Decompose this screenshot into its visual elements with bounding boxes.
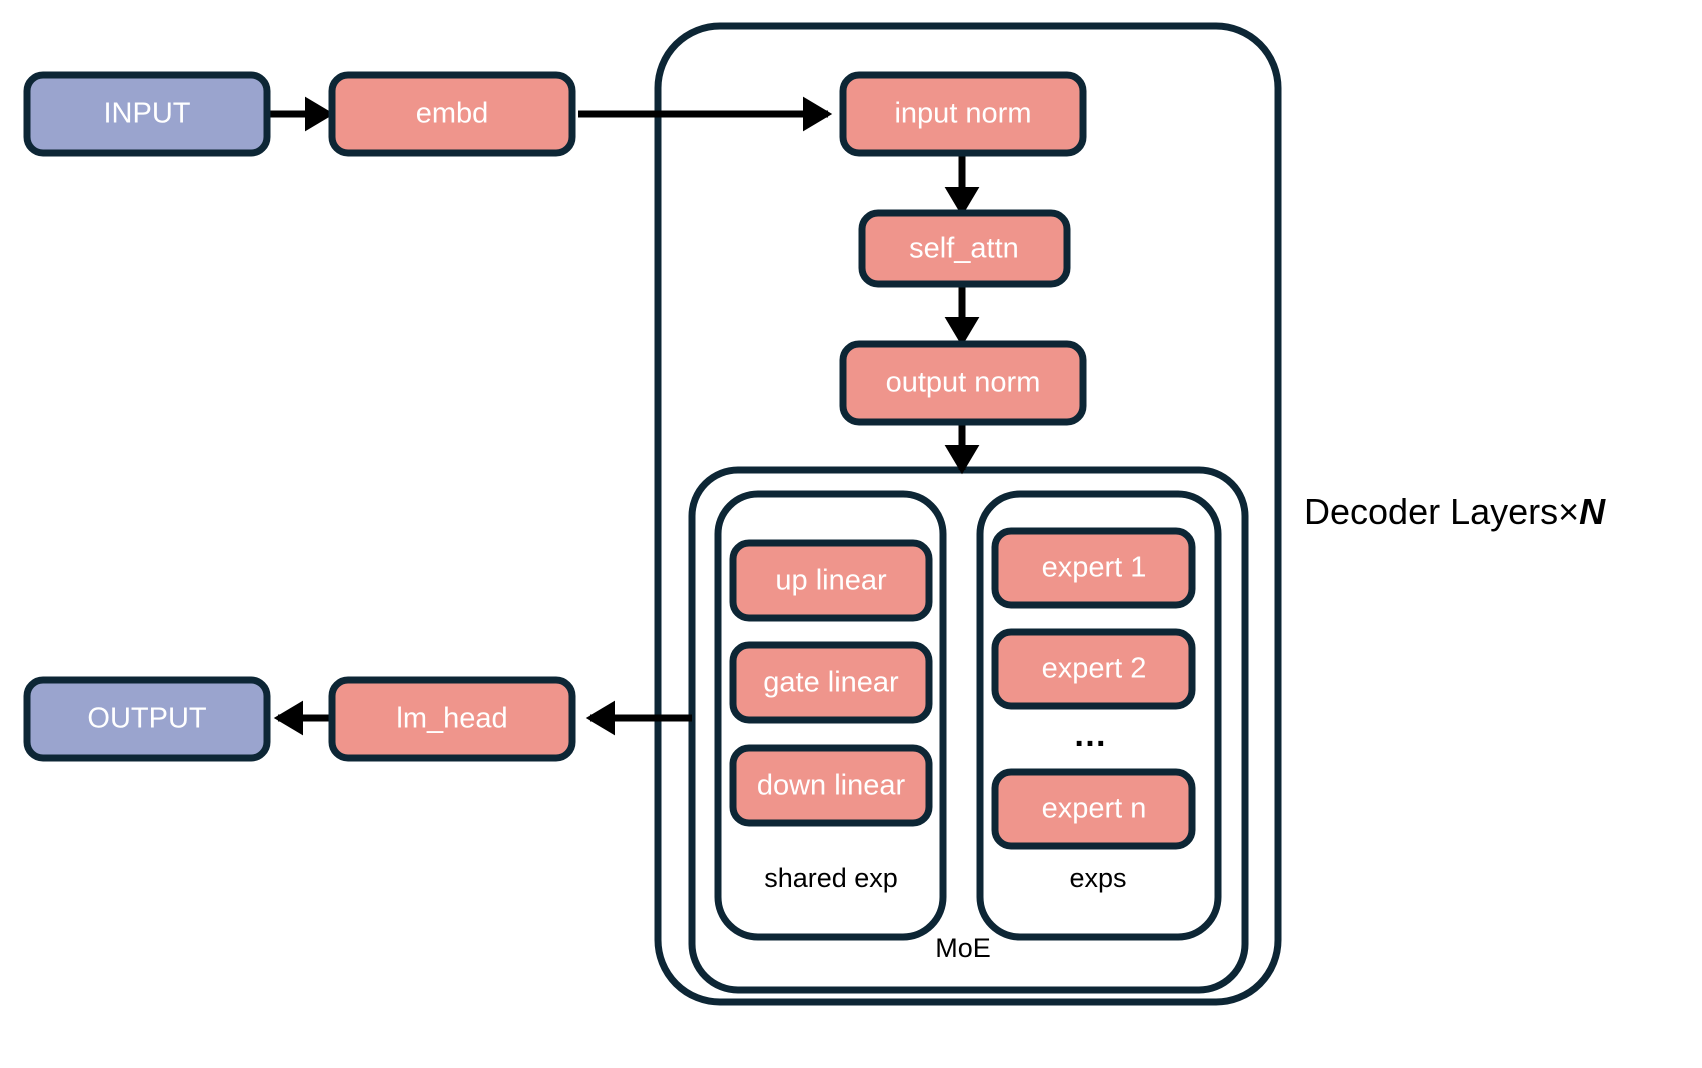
node-up-linear-label: up linear xyxy=(775,565,887,597)
expert-ellipsis: … xyxy=(1073,716,1107,754)
decoder-layers-container xyxy=(654,22,1282,1006)
node-input-norm-label: input norm xyxy=(894,98,1031,130)
decoder-layers-label: Decoder Layers×N xyxy=(1304,491,1606,532)
decoder-layers-count: N xyxy=(1579,491,1606,532)
node-expert-1-label: expert 1 xyxy=(1042,552,1147,584)
node-expert-2[interactable] xyxy=(991,628,1196,710)
node-self-attn[interactable] xyxy=(858,209,1071,288)
node-gate-linear-label: gate linear xyxy=(763,667,899,699)
node-input[interactable] xyxy=(23,71,271,157)
node-gate-linear[interactable] xyxy=(729,641,933,724)
node-up-linear[interactable] xyxy=(729,539,933,622)
node-output[interactable] xyxy=(23,676,271,762)
node-lm-head[interactable] xyxy=(328,676,576,762)
node-output-label: OUTPUT xyxy=(87,703,207,735)
node-input-norm[interactable] xyxy=(839,71,1087,157)
node-embd[interactable] xyxy=(328,71,576,157)
node-expert-2-label: expert 2 xyxy=(1042,653,1147,685)
node-down-linear[interactable] xyxy=(729,744,933,827)
node-expert-n-label: expert n xyxy=(1042,793,1147,825)
decoder-layers-text: Decoder Layers× xyxy=(1304,491,1579,532)
node-down-linear-label: down linear xyxy=(757,770,906,802)
node-expert-n[interactable] xyxy=(991,768,1196,850)
node-output-norm-label: output norm xyxy=(886,367,1041,399)
node-output-norm[interactable] xyxy=(839,340,1087,426)
node-embd-label: embd xyxy=(416,98,489,130)
moe-label: MoE xyxy=(935,933,991,963)
node-input-label: INPUT xyxy=(104,98,191,130)
shared-exp-label: shared exp xyxy=(764,863,898,893)
node-expert-1[interactable] xyxy=(991,527,1196,609)
node-self-attn-label: self_attn xyxy=(909,233,1019,265)
exps-label: exps xyxy=(1069,863,1126,893)
node-lm-head-label: lm_head xyxy=(396,703,507,735)
